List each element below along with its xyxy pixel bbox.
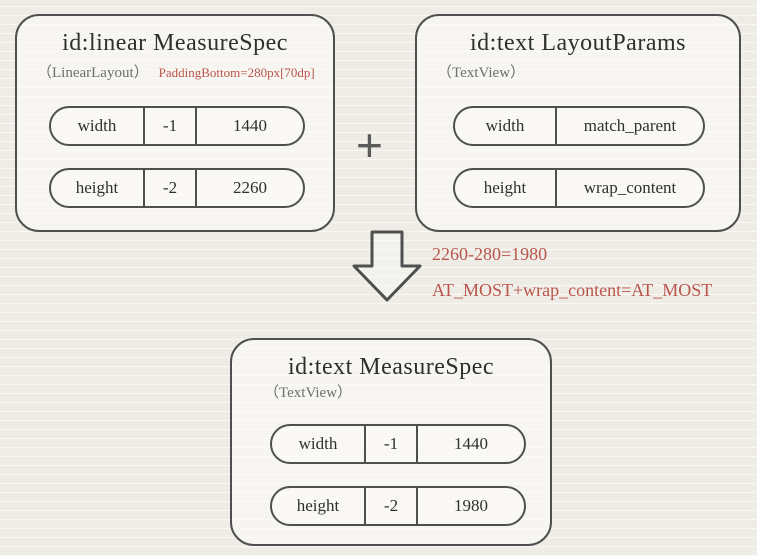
size-value: 1440 bbox=[416, 426, 524, 462]
spec-row-width: width -1 1440 bbox=[49, 106, 305, 146]
box-text-layoutparams: id:text LayoutParams （TextView） width ma… bbox=[415, 14, 741, 232]
box-subtitle-row: （TextView） bbox=[437, 61, 739, 82]
mode-value: -1 bbox=[143, 108, 195, 144]
box-title: id:text LayoutParams bbox=[470, 30, 686, 56]
spec-row-height: height -2 2260 bbox=[49, 168, 305, 208]
param-value: wrap_content bbox=[555, 170, 703, 206]
box-subtitle: （LinearLayout） bbox=[37, 65, 149, 81]
param-label: height bbox=[296, 496, 340, 515]
param-value: match_parent bbox=[555, 108, 703, 144]
box-title: id:linear MeasureSpec bbox=[62, 30, 288, 56]
param-label: height bbox=[75, 178, 119, 197]
layoutparam-row-width: width match_parent bbox=[453, 106, 705, 146]
box-subtitle: （TextView） bbox=[264, 385, 353, 401]
box-subtitle: （TextView） bbox=[437, 65, 526, 81]
param-label: height bbox=[483, 178, 527, 197]
param-label: width bbox=[485, 116, 525, 135]
box-subtitle-row: （TextView） bbox=[264, 381, 550, 402]
mode-rule-annotation: AT_MOST+wrap_content=AT_MOST bbox=[432, 280, 713, 300]
box-linear-measurespec: id:linear MeasureSpec （LinearLayout） Pad… bbox=[15, 14, 335, 232]
spec-row-height: height -2 1980 bbox=[270, 486, 526, 526]
box-title: id:text MeasureSpec bbox=[287, 354, 495, 380]
calc-annotation: 2260-280=1980 bbox=[432, 244, 548, 264]
size-value: 1440 bbox=[195, 108, 303, 144]
mode-value: -2 bbox=[364, 488, 416, 524]
layoutparam-row-height: height wrap_content bbox=[453, 168, 705, 208]
size-value: 1980 bbox=[416, 488, 524, 524]
param-label: width bbox=[77, 116, 117, 135]
size-value: 2260 bbox=[195, 170, 303, 206]
padding-note: PaddingBottom=280px[70dp] bbox=[158, 65, 315, 80]
box-subtitle-row: （LinearLayout） PaddingBottom=280px[70dp] bbox=[37, 61, 333, 82]
plus-operator: + bbox=[356, 119, 383, 171]
mode-value: -2 bbox=[143, 170, 195, 206]
box-text-measurespec: id:text MeasureSpec （TextView） width -1 … bbox=[230, 338, 552, 546]
spec-row-width: width -1 1440 bbox=[270, 424, 526, 464]
mode-value: -1 bbox=[364, 426, 416, 462]
param-label: width bbox=[298, 434, 338, 453]
down-arrow-icon bbox=[348, 228, 426, 311]
